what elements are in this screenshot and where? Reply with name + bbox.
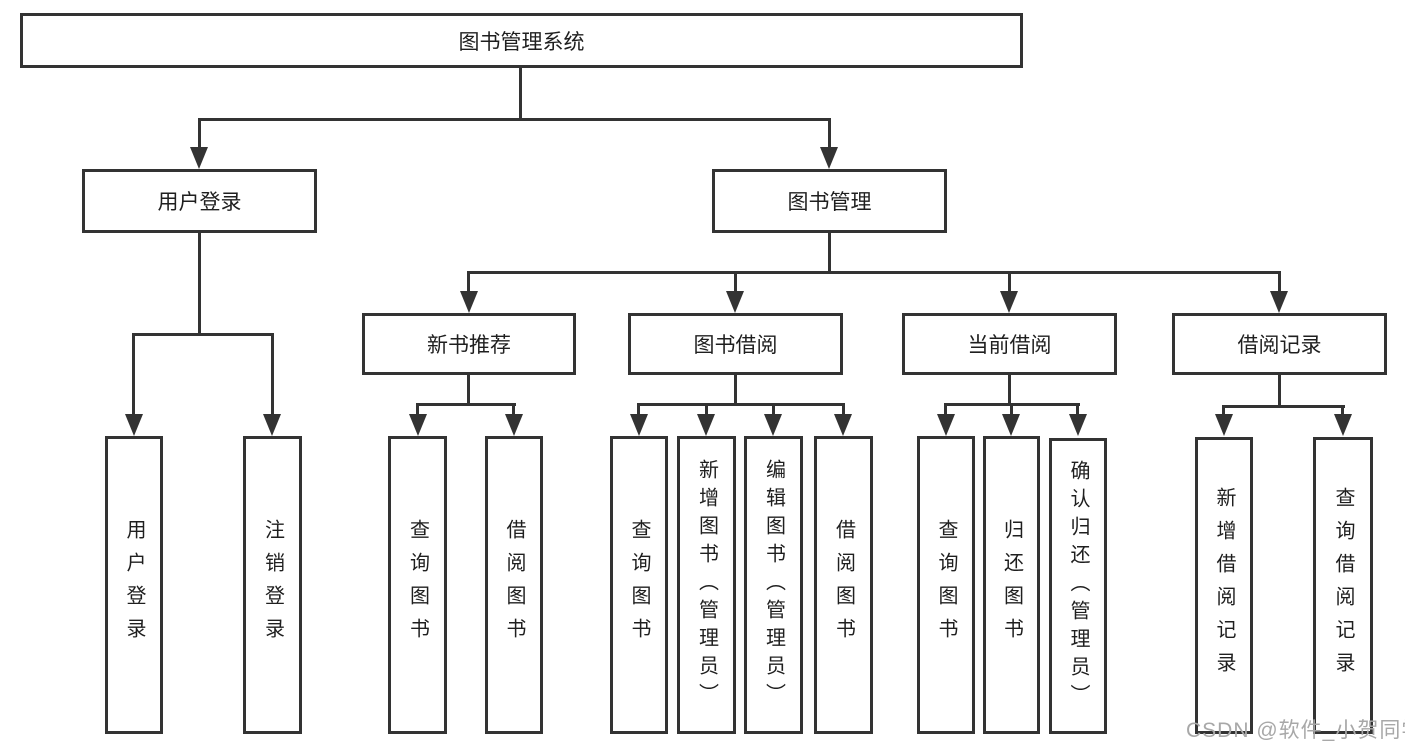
- arrow-down-icon: [937, 414, 955, 436]
- connector-line: [132, 333, 274, 336]
- node-label: 图书借阅: [693, 334, 778, 357]
- arrow-down-icon: [1215, 414, 1233, 436]
- node-system-root: 图书管理系统: [20, 13, 1023, 68]
- connector-line: [637, 403, 640, 415]
- arrow-down-icon: [190, 147, 208, 169]
- leaf-label: 确认归还（管理员）: [1067, 460, 1089, 712]
- connector-line: [1076, 403, 1079, 415]
- leaf-query-books: 查询图书: [610, 436, 668, 734]
- watermark: CSDN @软件_小贺同学: [1186, 719, 1405, 742]
- arrow-down-icon: [764, 414, 782, 436]
- connector-line: [416, 403, 419, 415]
- leaf-label: 查询借阅记录: [1332, 486, 1354, 685]
- connector-line: [944, 403, 947, 415]
- arrow-down-icon: [1069, 414, 1087, 436]
- arrow-down-icon: [630, 414, 648, 436]
- connector-line: [467, 375, 470, 406]
- node-new-books: 新书推荐: [362, 313, 576, 375]
- node-label: 用户登录: [157, 191, 242, 214]
- node-book-borrow: 图书借阅: [628, 313, 843, 375]
- connector-line: [519, 66, 522, 121]
- leaf-logout: 注销登录: [243, 436, 302, 734]
- arrow-down-icon: [820, 147, 838, 169]
- connector-line: [1278, 271, 1281, 295]
- leaf-edit-books-admin: 编辑图书（管理员）: [744, 436, 803, 734]
- arrow-down-icon: [697, 414, 715, 436]
- arrow-down-icon: [834, 414, 852, 436]
- leaf-confirm-return-admin: 确认归还（管理员）: [1049, 438, 1107, 734]
- connector-line: [637, 403, 845, 406]
- arrow-down-icon: [263, 414, 281, 436]
- leaf-query-books: 查询图书: [917, 436, 975, 734]
- connector-line: [705, 403, 708, 415]
- connector-line: [828, 118, 831, 150]
- leaf-label: 归还图书: [1000, 519, 1023, 651]
- connector-line: [734, 375, 737, 406]
- connector-line: [1008, 375, 1011, 406]
- connector-line: [467, 271, 470, 295]
- connector-line: [842, 403, 845, 415]
- connector-line: [198, 233, 201, 335]
- node-borrow-records: 借阅记录: [1172, 313, 1387, 375]
- leaf-query-borrow-record: 查询借阅记录: [1313, 437, 1373, 734]
- leaf-add-books-admin: 新增图书（管理员）: [677, 436, 736, 734]
- leaf-label: 查询图书: [628, 519, 650, 651]
- arrow-down-icon: [726, 291, 744, 313]
- leaf-return-books: 归还图书: [983, 436, 1040, 734]
- arrow-down-icon: [125, 414, 143, 436]
- connector-line: [416, 403, 516, 406]
- leaf-label: 注销登录: [261, 519, 284, 651]
- leaf-borrow-books: 借阅图书: [814, 436, 873, 734]
- leaf-label: 查询图书: [935, 519, 957, 651]
- connector-line: [828, 233, 831, 274]
- connector-line: [132, 333, 135, 414]
- connector-line: [734, 271, 737, 295]
- leaf-label: 编辑图书（管理员）: [762, 459, 785, 711]
- connector-line: [1222, 405, 1225, 415]
- arrow-down-icon: [1000, 291, 1018, 313]
- leaf-label: 新增借阅记录: [1213, 486, 1235, 685]
- arrow-down-icon: [1270, 291, 1288, 313]
- connector-line: [1222, 405, 1345, 408]
- connector-line: [512, 403, 515, 415]
- node-user-login: 用户登录: [82, 169, 317, 233]
- arrow-down-icon: [1334, 414, 1352, 436]
- leaf-query-books: 查询图书: [388, 436, 447, 734]
- node-book-mgmt: 图书管理: [712, 169, 947, 233]
- leaf-label: 查询图书: [406, 519, 429, 651]
- leaf-add-borrow-record: 新增借阅记录: [1195, 437, 1253, 734]
- connector-line: [1341, 405, 1344, 415]
- connector-line: [467, 271, 1281, 274]
- leaf-user-login: 用户登录: [105, 436, 163, 734]
- node-label: 图书管理: [787, 191, 872, 214]
- arrow-down-icon: [460, 291, 478, 313]
- arrow-down-icon: [505, 414, 523, 436]
- node-label: 当前借阅: [967, 334, 1052, 357]
- node-label: 新书推荐: [427, 334, 511, 357]
- connector-line: [271, 333, 274, 414]
- leaf-label: 借阅图书: [503, 519, 525, 651]
- node-label: 借阅记录: [1237, 334, 1322, 357]
- arrow-down-icon: [409, 414, 427, 436]
- leaf-label: 新增图书（管理员）: [695, 459, 718, 711]
- connector-line: [772, 403, 775, 415]
- leaf-label: 借阅图书: [832, 519, 855, 651]
- arrow-down-icon: [1002, 414, 1020, 436]
- leaf-label: 用户登录: [123, 519, 145, 651]
- connector-line: [1008, 271, 1011, 295]
- connector-line: [198, 118, 831, 121]
- node-label: 图书管理系统: [458, 30, 585, 54]
- leaf-borrow-books: 借阅图书: [485, 436, 543, 734]
- node-current-borrow: 当前借阅: [902, 313, 1117, 375]
- connector-line: [198, 118, 201, 150]
- connector-line: [1278, 375, 1281, 407]
- connector-line: [1010, 403, 1013, 415]
